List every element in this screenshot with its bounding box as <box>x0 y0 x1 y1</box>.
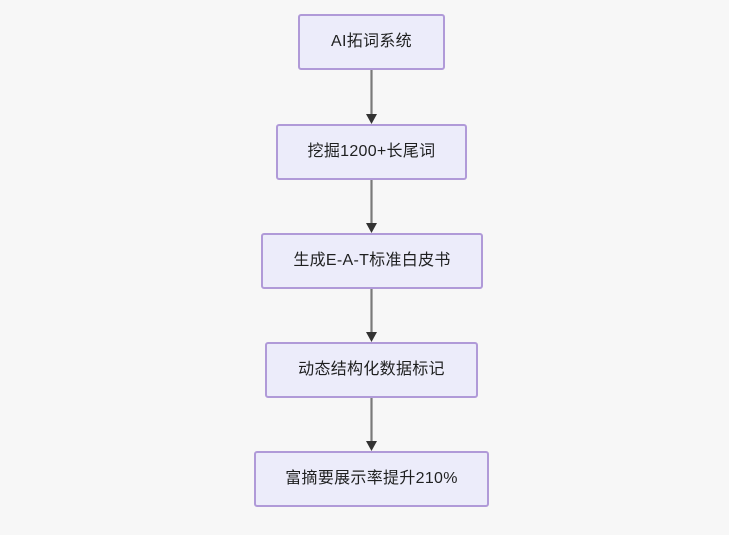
flow-node-rich-snippet-impression-lift[interactable]: 富摘要展示率提升210% <box>254 451 489 507</box>
flow-node-dynamic-structured-data-markup[interactable]: 动态结构化数据标记 <box>265 342 478 398</box>
connector-n3-n4 <box>360 289 384 342</box>
flow-node-label: 挖掘1200+长尾词 <box>307 143 436 160</box>
flow-node-label: 动态结构化数据标记 <box>298 361 445 378</box>
flow-node-label: AI拓词系统 <box>331 33 412 50</box>
flow-node-mine-longtail-keywords[interactable]: 挖掘1200+长尾词 <box>276 124 467 180</box>
connector-n4-n5 <box>360 398 384 451</box>
connector-n2-n3 <box>360 180 384 233</box>
connector-n1-n2 <box>360 70 384 124</box>
flow-node-ai-keyword-system[interactable]: AI拓词系统 <box>298 14 445 70</box>
flow-node-label: 生成E-A-T标准白皮书 <box>293 252 451 269</box>
flow-node-generate-eat-whitepaper[interactable]: 生成E-A-T标准白皮书 <box>261 233 483 289</box>
flow-node-label: 富摘要展示率提升210% <box>285 470 458 487</box>
